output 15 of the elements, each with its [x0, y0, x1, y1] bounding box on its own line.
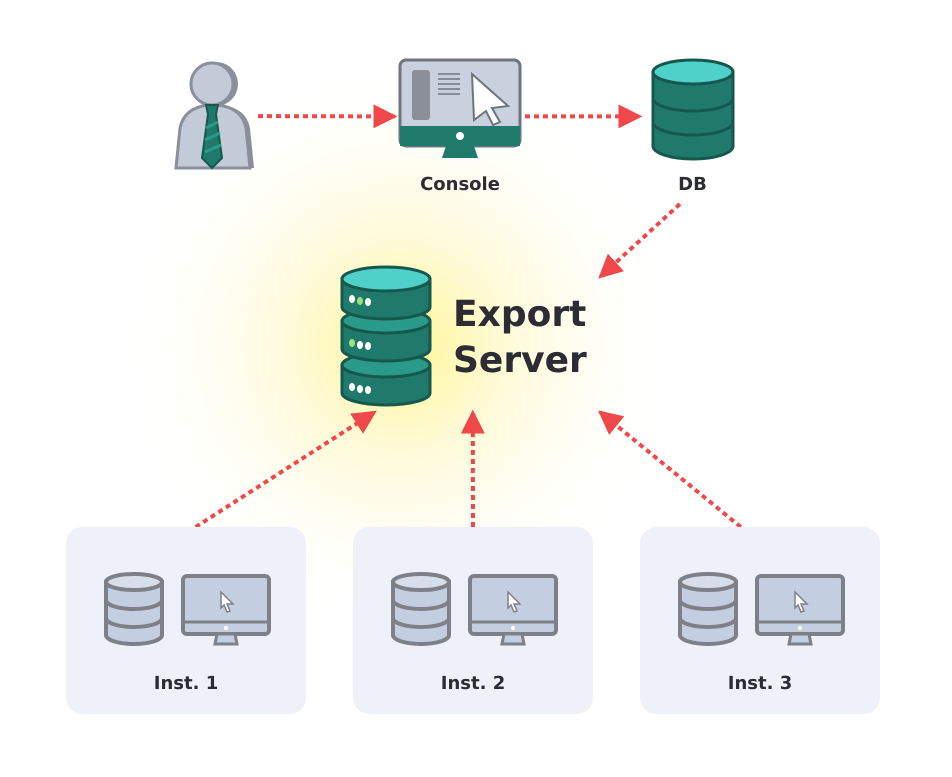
arrow — [194, 410, 377, 529]
instance-label: Inst. 2 — [440, 673, 506, 694]
arrow — [258, 104, 398, 128]
instance-card — [640, 527, 880, 714]
instance-label: Inst. 1 — [154, 673, 218, 694]
instance-card — [66, 527, 306, 714]
node-label: DB — [678, 174, 707, 195]
arrow — [598, 410, 742, 529]
arrow — [598, 202, 682, 279]
server-title: Export Server — [453, 293, 588, 383]
node-label: Console — [420, 174, 500, 195]
instance-card — [353, 527, 593, 714]
arrow — [460, 410, 485, 527]
arrow — [525, 104, 642, 128]
instance-label: Inst. 3 — [728, 673, 792, 694]
